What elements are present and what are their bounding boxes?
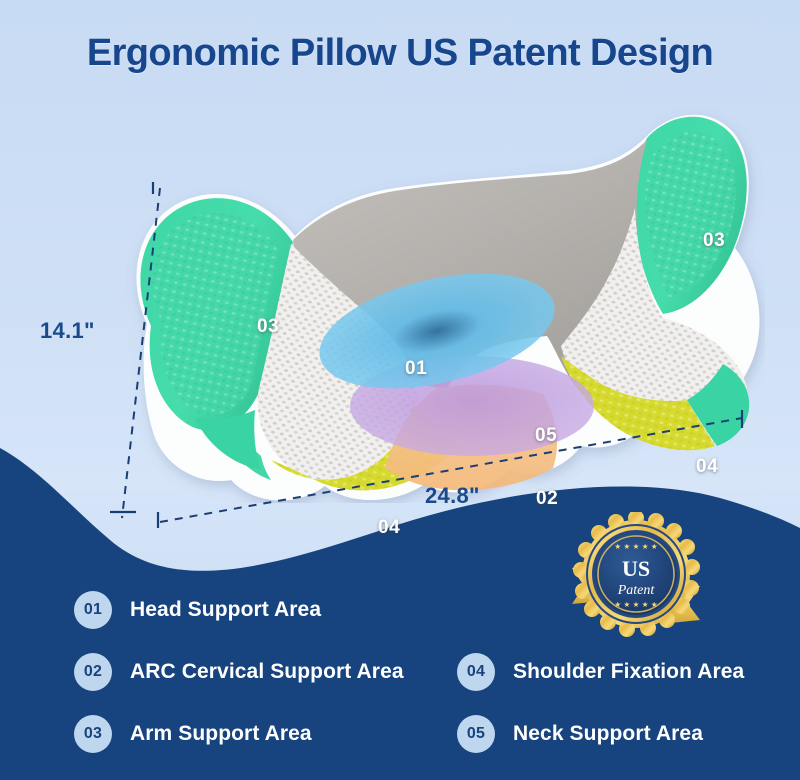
legend-badge-01: 01 (74, 591, 112, 629)
zone-shoulder-right (561, 356, 715, 451)
badge-subtitle: Patent (617, 583, 656, 598)
dimension-height-label: 14.1" (40, 318, 95, 343)
legend-label-01: Head Support Area (130, 598, 322, 621)
badge-title: US (622, 556, 650, 581)
legend-label-02: ARC Cervical Support Area (130, 660, 404, 683)
legend-badge-03: 03 (74, 715, 112, 753)
legend-item-02[interactable]: 02 ARC Cervical Support Area (74, 652, 404, 692)
legend: 01 Head Support Area 02 ARC Cervical Sup… (0, 588, 800, 780)
legend-label-05: Neck Support Area (513, 722, 703, 745)
pillow-illustration: 01 05 02 03 03 04 04 (95, 88, 765, 538)
legend-item-04[interactable]: 04 Shoulder Fixation Area (457, 652, 744, 692)
legend-item-01[interactable]: 01 Head Support Area (74, 590, 321, 630)
zone-shoulder-right-green (687, 364, 750, 446)
badge-stars-bottom: ★ ★ ★ ★ ★ (614, 600, 657, 609)
legend-badge-05: 05 (457, 715, 495, 753)
legend-item-05[interactable]: 05 Neck Support Area (457, 714, 703, 754)
legend-badge-02: 02 (74, 653, 112, 691)
legend-label-04: Shoulder Fixation Area (513, 660, 745, 683)
page-title: Ergonomic Pillow US Patent Design (86, 32, 714, 74)
badge-stars-top: ★ ★ ★ ★ ★ (614, 542, 657, 551)
us-patent-badge: ★ ★ ★ ★ ★ US Patent ★ ★ ★ ★ ★ (572, 512, 700, 637)
medal-scallop (573, 512, 700, 637)
legend-label-03: Arm Support Area (130, 722, 312, 745)
dimension-width-label: 24.8" (425, 483, 480, 508)
zone-head-support (319, 273, 555, 389)
legend-item-03[interactable]: 03 Arm Support Area (74, 714, 312, 754)
legend-badge-04: 04 (457, 653, 495, 691)
